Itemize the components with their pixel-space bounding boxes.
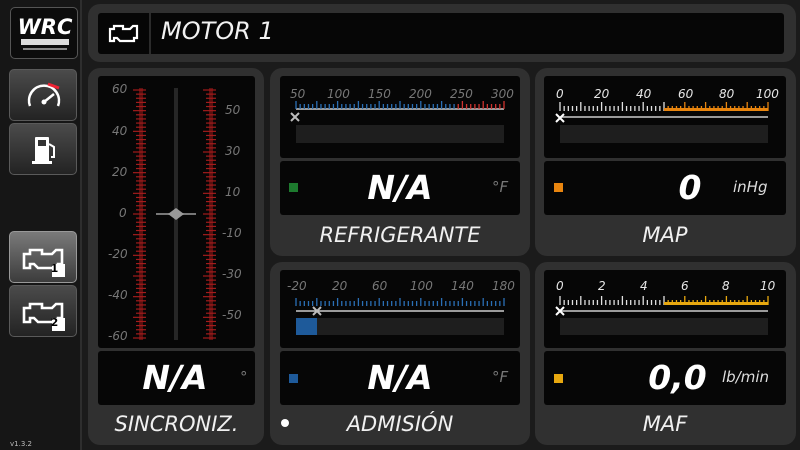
sync-unit: ° <box>240 368 248 386</box>
wrc-logo: WRC <box>10 7 78 59</box>
coolant-label: REFRIGERANTE <box>319 223 481 247</box>
coolant-value: N/A <box>367 168 433 207</box>
map-gauge <box>544 76 786 158</box>
sync-tick-right: 10 <box>225 185 241 199</box>
coolant-tick: 250 <box>450 87 473 101</box>
map-tick: 20 <box>594 87 610 101</box>
sync-value: N/A <box>142 358 208 397</box>
sync-tick-left: 40 <box>112 124 128 138</box>
intake-tick: -20 <box>287 279 307 293</box>
sync-value-box <box>98 351 255 405</box>
engine-icon <box>108 24 139 43</box>
map-tick: 0 <box>556 87 564 101</box>
sidebar <box>0 0 82 450</box>
motor-2-button[interactable] <box>9 285 77 337</box>
speedometer-icon <box>27 82 61 107</box>
sync-tick-right: -10 <box>222 226 242 240</box>
map-unit: inHg <box>733 178 768 196</box>
coolant-gauge <box>280 76 520 158</box>
intake-value: N/A <box>367 358 433 397</box>
map-color-indicator <box>554 183 563 192</box>
sync-tick-left: -40 <box>108 288 128 302</box>
scale-band <box>664 302 768 305</box>
maf-tick: 4 <box>640 279 648 293</box>
logo-text: WRC <box>18 15 73 39</box>
map-value-box <box>544 161 786 215</box>
sync-tick-left: 60 <box>112 82 128 96</box>
map-tick: 100 <box>756 87 779 101</box>
maf-gauge <box>544 270 786 348</box>
intake-gauge <box>280 270 520 348</box>
intake-label: ADMISIÓN <box>346 412 454 436</box>
coolant-tick: 50 <box>290 87 306 101</box>
maf-tick: 10 <box>760 279 776 293</box>
sync-tick-right: 50 <box>225 103 241 117</box>
maf-value-box <box>544 351 786 405</box>
version-label: v1.3.2 <box>10 440 32 448</box>
map-tick: 40 <box>636 87 652 101</box>
coolant-tick: 300 <box>491 87 514 101</box>
motor-1-badge: 1 <box>50 262 59 275</box>
scale-band <box>664 108 768 111</box>
maf-tick: 8 <box>722 279 730 293</box>
map-tick: 60 <box>678 87 694 101</box>
intake-value-box <box>280 351 520 405</box>
maf-unit: lb/min <box>722 368 770 386</box>
intake-tick: 20 <box>332 279 348 293</box>
coolant-tick: 200 <box>409 87 432 101</box>
coolant-color-indicator <box>289 183 298 192</box>
fuel-pump-icon <box>32 137 55 164</box>
motor-1-button[interactable] <box>9 231 77 283</box>
coolant-tick: 150 <box>368 87 391 101</box>
sync-tick-right: -50 <box>222 308 242 322</box>
intake-unit: °F <box>492 368 509 386</box>
coolant-tick: 100 <box>327 87 350 101</box>
intake-tick: 100 <box>410 279 433 293</box>
coolant-unit: °F <box>492 178 509 196</box>
sync-tick-left: 20 <box>112 165 128 179</box>
intake-tick: 180 <box>492 279 515 293</box>
engine-1-icon <box>22 248 65 277</box>
page-title: MOTOR 1 <box>161 17 274 45</box>
indicator-dot <box>281 419 289 427</box>
fuel-button[interactable] <box>9 123 77 175</box>
maf-tick: 0 <box>556 279 564 293</box>
sync-label: SINCRONIZ. <box>114 412 239 436</box>
maf-color-indicator <box>554 374 563 383</box>
map-label: MAP <box>642 223 688 247</box>
sync-gauge <box>98 76 255 348</box>
maf-value: 0,0 <box>648 358 707 397</box>
motor-2-badge: 2 <box>50 316 59 329</box>
intake-tick: 140 <box>451 279 474 293</box>
sync-tick-right: -30 <box>222 267 242 281</box>
map-tick: 80 <box>719 87 735 101</box>
coolant-value-box <box>280 161 520 215</box>
gauge-button[interactable] <box>9 69 77 121</box>
sync-tick-left: 0 <box>119 206 127 220</box>
maf-tick: 6 <box>681 279 689 293</box>
header-bar <box>98 13 784 54</box>
intake-color-indicator <box>289 374 298 383</box>
sync-tick-left: -60 <box>108 329 128 343</box>
maf-tick: 2 <box>598 279 606 293</box>
intake-tick: 60 <box>372 279 388 293</box>
map-value: 0 <box>678 168 702 207</box>
sync-tick-right: 30 <box>225 144 241 158</box>
engine-2-icon <box>22 302 65 331</box>
sync-tick-left: -20 <box>108 247 128 261</box>
intake-level-fill <box>296 318 317 335</box>
maf-label: MAF <box>642 412 688 436</box>
header-divider <box>149 13 151 54</box>
